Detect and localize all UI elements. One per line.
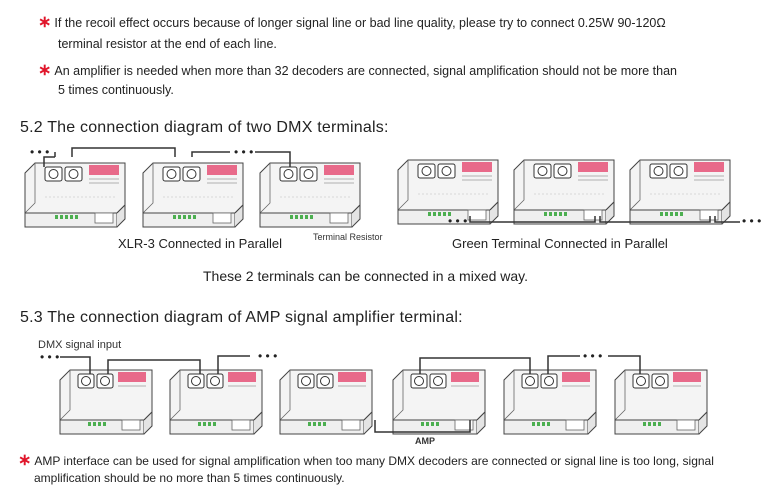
note-recoil: ∗If the recoil effect occurs because of … xyxy=(38,14,666,31)
diagram-two-terminals: • • • • • • • • • • • • xyxy=(24,145,761,228)
note-amplifier-cont: 5 times continuously. xyxy=(58,83,174,97)
svg-text:• • •: • • • xyxy=(448,214,467,228)
note-amp: ∗AMP interface can be used for signal am… xyxy=(18,452,714,469)
section-52-heading: 5.2 The connection diagram of two DMX te… xyxy=(20,119,389,136)
section-53-heading: 5.3 The connection diagram of AMP signal… xyxy=(20,309,463,326)
asterisk-icon: ∗ xyxy=(38,62,52,79)
svg-text:• • •: • • • xyxy=(30,145,49,159)
xlr-caption: XLR-3 Connected in Parallel xyxy=(118,236,283,251)
mixed-way-text: These 2 terminals can be connected in a … xyxy=(203,268,529,284)
svg-text:• • •: • • • xyxy=(40,350,59,364)
svg-text:• • •: • • • xyxy=(742,214,761,228)
asterisk-icon: ∗ xyxy=(18,452,32,469)
terminal-resistor-label: Terminal Resistor xyxy=(313,232,383,242)
note-amp-cont: amplification should be no more than 5 t… xyxy=(34,471,345,485)
green-terminal-caption: Green Terminal Connected in Parallel xyxy=(452,236,668,251)
svg-text:• • •: • • • xyxy=(258,349,277,363)
svg-text:• • •: • • • xyxy=(583,349,602,363)
amp-label: AMP xyxy=(415,436,435,446)
dmx-input-label: DMX signal input xyxy=(38,339,122,351)
note-recoil-cont: terminal resistor at the end of each lin… xyxy=(58,37,277,51)
asterisk-icon: ∗ xyxy=(38,14,52,31)
svg-text:• • •: • • • xyxy=(234,145,253,159)
note-amplifier: ∗An amplifier is needed when more than 3… xyxy=(38,62,678,79)
